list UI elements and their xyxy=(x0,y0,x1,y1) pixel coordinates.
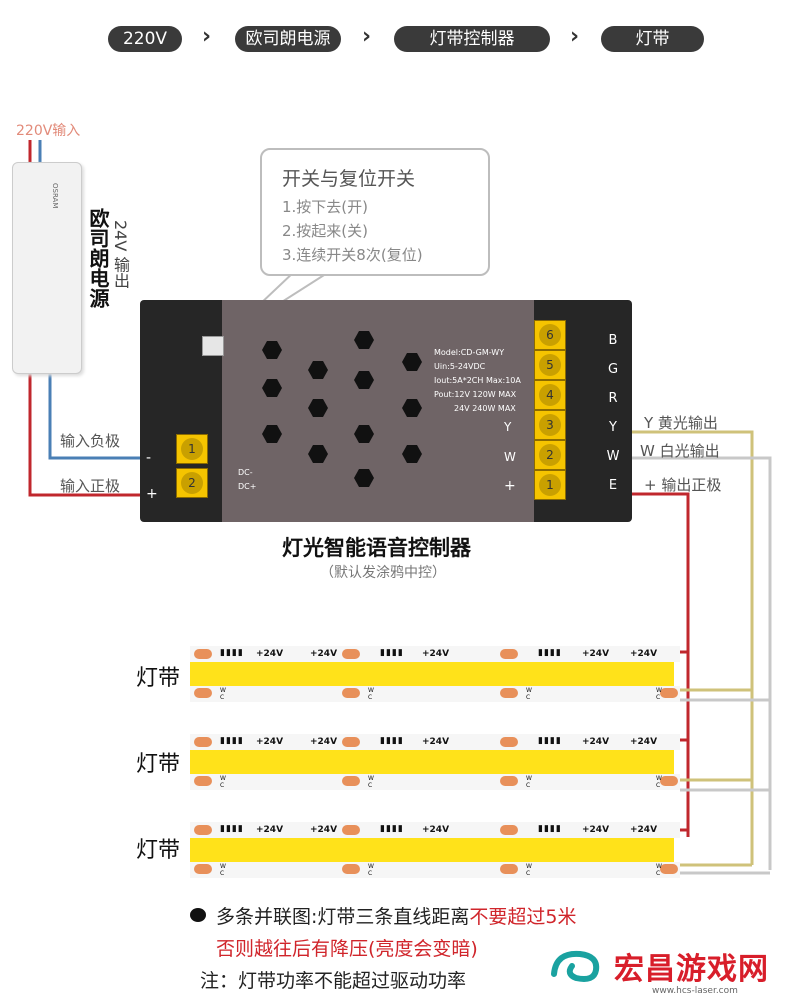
flow-arrow-icon: › xyxy=(202,24,212,49)
wire-label-y-out: Y 黄光输出 xyxy=(644,414,718,432)
psu-brand-label: OSRAM xyxy=(51,183,59,209)
dc-pin-labels: DC- DC+ xyxy=(238,468,257,491)
solder-pad xyxy=(500,688,518,698)
vent-hole xyxy=(354,469,374,487)
wire-label-neg-in: 输入负极 xyxy=(60,432,121,450)
controller-body: Model:CD-GM-WY Uin:5-24VDC Iout:5A*2CH M… xyxy=(140,300,632,522)
strip-label: 灯带 xyxy=(136,666,181,691)
output-terminal[interactable]: 5 xyxy=(534,350,566,380)
solder-pad xyxy=(660,688,678,698)
solder-pad xyxy=(342,776,360,786)
vent-hole xyxy=(354,425,374,443)
psu-box: OSRAM xyxy=(12,162,82,374)
mark-w: W xyxy=(504,450,516,464)
controller-panel xyxy=(222,300,534,522)
reset-switch[interactable] xyxy=(202,336,224,356)
vent-hole xyxy=(308,399,328,417)
psu-input-label: 220V输入 xyxy=(16,123,81,139)
flow-step-power: 欧司朗电源 xyxy=(235,26,341,52)
controller-title: 灯光智能语音控制器 xyxy=(282,536,471,560)
solder-pad xyxy=(500,649,518,659)
vent-hole xyxy=(262,341,282,359)
output-terminal[interactable]: 2 xyxy=(534,440,566,470)
vent-hole xyxy=(354,371,374,389)
solder-pad xyxy=(194,825,212,835)
flow-arrow-icon: › xyxy=(570,24,580,49)
solder-pad xyxy=(660,864,678,874)
callout-title: 开关与复位开关 xyxy=(282,168,416,190)
flow-step-220v: 220V xyxy=(108,26,182,52)
strip-label: 灯带 xyxy=(136,752,181,777)
solder-pad xyxy=(500,864,518,874)
solder-pad xyxy=(342,649,360,659)
vent-hole xyxy=(262,425,282,443)
led-strip: ▮▮▮▮ +24V +24V ▮▮▮▮ +24V ▮▮▮▮ +24V +24V … xyxy=(190,822,680,878)
psu-output-label: 24V 输出 xyxy=(111,220,130,289)
mark-plus: + xyxy=(504,478,516,494)
callout-step-3: 3.连续开关8次(复位) xyxy=(282,246,423,264)
input-terminal[interactable]: 2 xyxy=(176,468,208,498)
note-line-2: 否则越往后有降压(亮度会变暗) xyxy=(216,938,478,960)
solder-pad xyxy=(500,776,518,786)
watermark-name: 宏昌游戏网 xyxy=(614,952,769,987)
solder-pad xyxy=(342,688,360,698)
solder-pad xyxy=(342,825,360,835)
note-warning: 不要超过5米 xyxy=(469,906,577,928)
solder-pad xyxy=(500,737,518,747)
vent-hole xyxy=(402,353,422,371)
watermark-url: www.hcs-laser.com xyxy=(652,986,738,996)
led-strip: ▮▮▮▮ +24V +24V ▮▮▮▮ +24V ▮▮▮▮ +24V +24V … xyxy=(190,734,680,790)
input-terminal[interactable]: 1 xyxy=(176,434,208,464)
solder-pad xyxy=(194,737,212,747)
vent-hole xyxy=(308,361,328,379)
callout-step-2: 2.按起来(关) xyxy=(282,222,369,240)
input-sign-labels: - + xyxy=(146,450,158,502)
flow-step-strip: 灯带 xyxy=(601,26,704,52)
flow-step-controller: 灯带控制器 xyxy=(394,26,550,52)
solder-pad xyxy=(194,864,212,874)
note-line-1: 多条并联图:灯带三条直线距离不要超过5米 xyxy=(216,906,577,928)
solder-pad xyxy=(342,864,360,874)
vent-hole xyxy=(262,379,282,397)
watermark-logo-icon xyxy=(546,944,606,990)
output-terminal[interactable]: 1 xyxy=(534,470,566,500)
solder-pad xyxy=(194,776,212,786)
vent-hole xyxy=(308,445,328,463)
switch-callout: 开关与复位开关 1.按下去(开) 2.按起来(关) 3.连续开关8次(复位) xyxy=(260,148,490,276)
wire-label-pos-in: 输入正极 xyxy=(60,477,121,495)
wire-label-w-out: W 白光输出 xyxy=(640,442,720,460)
flow-arrow-icon: › xyxy=(362,24,372,49)
led-strip: ▮▮▮▮ +24V +24V ▮▮▮▮ +24V ▮▮▮▮ +24V +24V … xyxy=(190,646,680,702)
solder-pad xyxy=(660,776,678,786)
output-letter-labels: B G R Y W E xyxy=(606,333,620,493)
output-terminal[interactable]: 4 xyxy=(534,380,566,410)
output-terminal[interactable]: 6 xyxy=(534,320,566,350)
solder-pad xyxy=(500,825,518,835)
vent-hole xyxy=(402,399,422,417)
note-line-3: 注：灯带功率不能超过驱动功率 xyxy=(200,970,467,992)
strip-label: 灯带 xyxy=(136,838,181,863)
output-terminal[interactable]: 3 xyxy=(534,410,566,440)
controller-spec-label: Model:CD-GM-WY Uin:5-24VDC Iout:5A*2CH M… xyxy=(434,348,521,413)
controller-subtitle: （默认发涂鸦中控） xyxy=(320,565,446,581)
psu-name: 欧司朗电源 xyxy=(86,208,110,308)
solder-pad xyxy=(194,649,212,659)
mark-y: Y xyxy=(504,420,512,434)
solder-pad xyxy=(342,737,360,747)
bullet-icon xyxy=(190,908,206,922)
wire-label-pos-out: + 输出正极 xyxy=(644,476,722,494)
callout-step-1: 1.按下去(开) xyxy=(282,198,369,216)
vent-hole xyxy=(354,331,374,349)
solder-pad xyxy=(194,688,212,698)
vent-hole xyxy=(402,445,422,463)
